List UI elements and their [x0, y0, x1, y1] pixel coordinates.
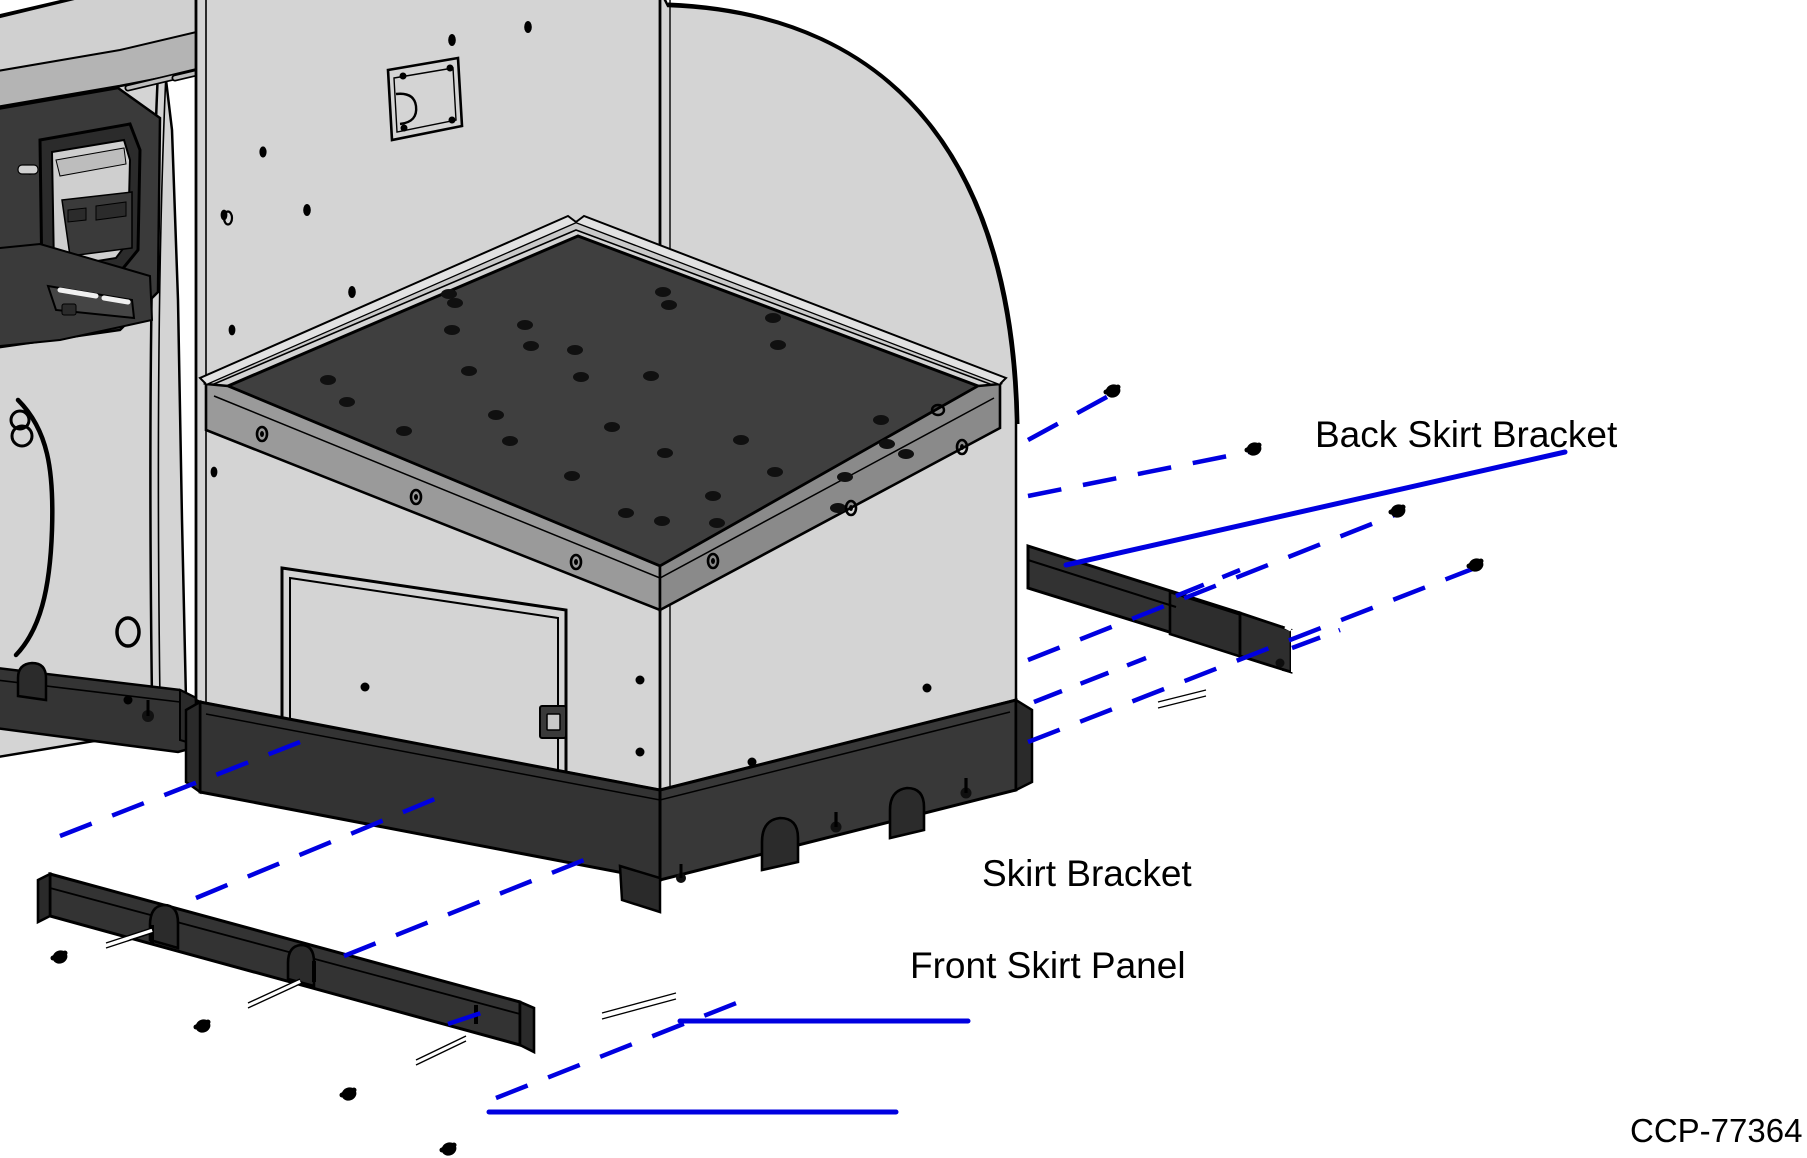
- screw-insert-highlights: [105, 928, 467, 1064]
- screw-head: [50, 950, 68, 964]
- back-skirt-bracket-part: [1026, 543, 1293, 695]
- screw-head: [439, 1142, 457, 1156]
- assembly-line-4: [1027, 563, 1481, 745]
- adjacent-kiosk-unit: [0, 0, 374, 758]
- main-cabinet: [184, 0, 1034, 914]
- screw-head: [1103, 384, 1121, 398]
- screw-head: [1388, 504, 1406, 518]
- front-skirt-panel-notches: [148, 903, 316, 988]
- screw-head: [339, 1087, 357, 1101]
- callout-label-back-skirt-bracket: Back Skirt Bracket: [1315, 414, 1618, 455]
- assembly-line-6: [195, 793, 443, 901]
- work-table-platform: [198, 214, 1008, 613]
- assembly-line-8: [447, 1007, 491, 1027]
- callout-label-front-skirt-panel: Front Skirt Panel: [910, 945, 1186, 986]
- part-number-text: CCP-77364: [1630, 1112, 1803, 1149]
- base-bracket-screw-highlight: [601, 992, 677, 1020]
- callout-label-skirt-bracket: Skirt Bracket: [982, 853, 1192, 894]
- assembly-line-7: [343, 849, 605, 959]
- front-skirt-panel-part: [36, 871, 536, 1066]
- assembly-path-lines: [59, 390, 1481, 1101]
- assembly-path-lines-short: [1033, 567, 1341, 705]
- screw-head: [1244, 442, 1262, 456]
- assembly-screws: [50, 384, 1484, 1156]
- assembly-line-3: [1027, 509, 1403, 663]
- callout-leader-lines: [486, 449, 1568, 1115]
- screw-head: [193, 1019, 211, 1033]
- assembly-line-5: [59, 739, 301, 839]
- base-skirt-bracket: [184, 697, 1034, 914]
- table-mounting-holes: [320, 287, 914, 528]
- access-panel-plate: [386, 56, 464, 142]
- apron-screws: [255, 403, 969, 571]
- leader-back-skirt-bracket: [1063, 449, 1568, 568]
- screw-head: [1466, 558, 1484, 572]
- skirt-bracket-notches: [760, 786, 926, 872]
- assembly-line-1: [1026, 390, 1118, 442]
- back-bracket-screw-highlight: [1157, 689, 1207, 709]
- assembly-line-9: [495, 997, 745, 1101]
- assembly-line-2: [1027, 447, 1259, 499]
